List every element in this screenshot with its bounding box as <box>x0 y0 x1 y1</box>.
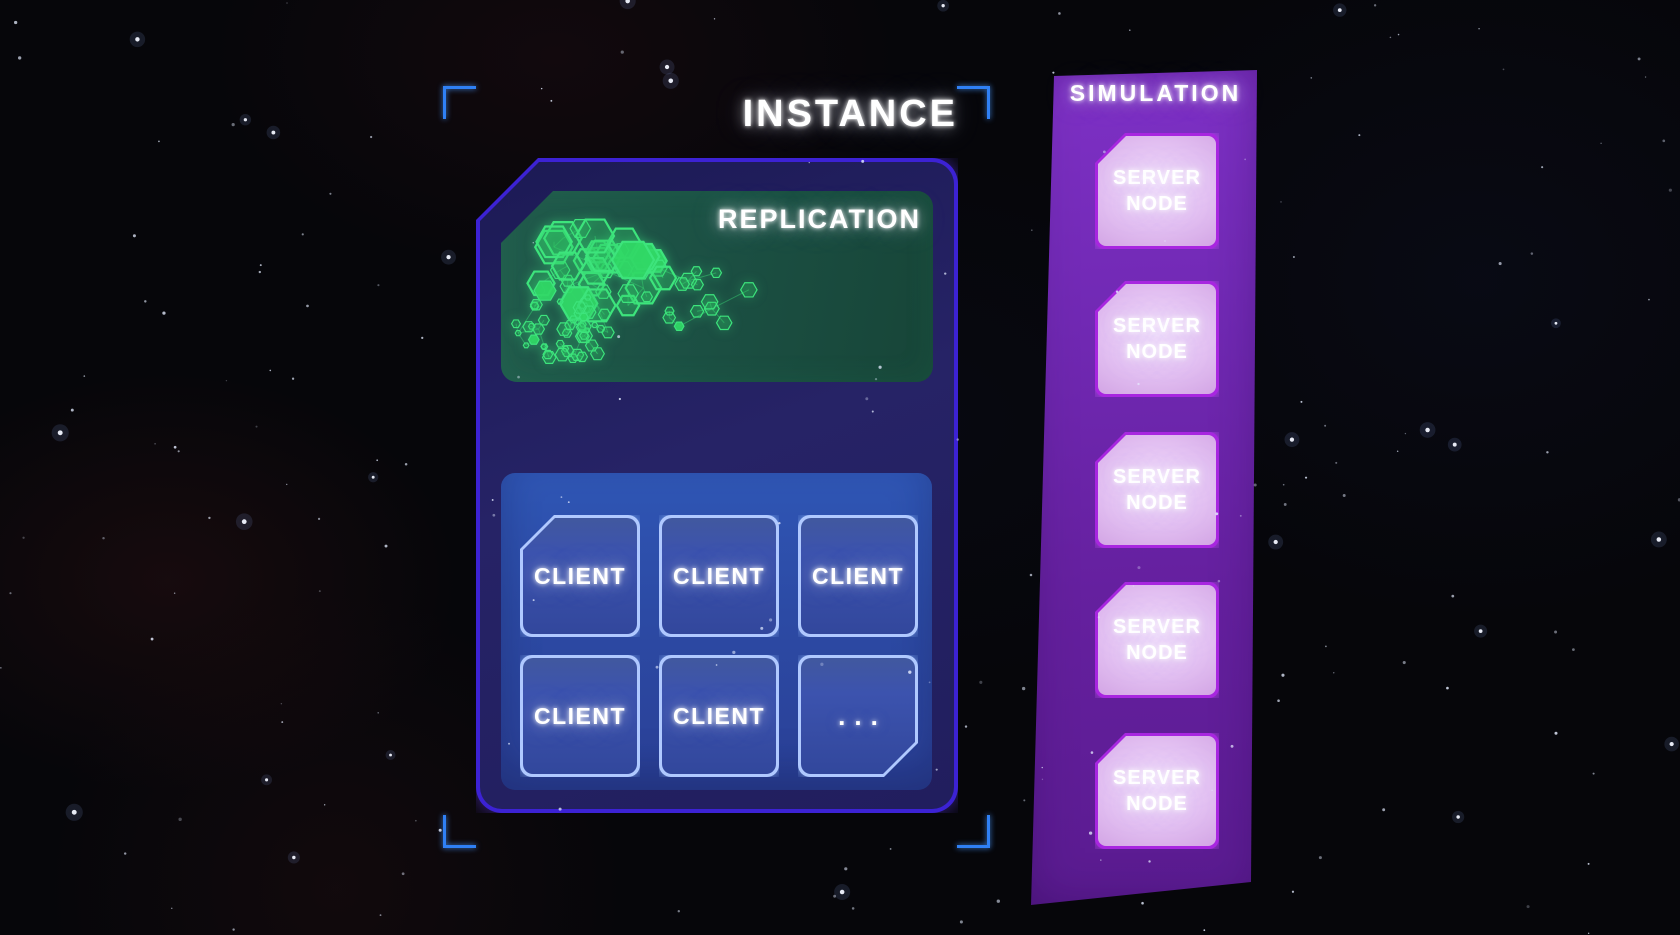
frame-corner-bottom-left-icon <box>443 815 476 848</box>
ellipsis-label: ... <box>838 700 887 731</box>
instance-title: INSTANCE <box>742 93 958 135</box>
hexagon-cluster-graphic <box>510 218 758 364</box>
client-box: CLIENT <box>659 515 779 637</box>
client-label: CLIENT <box>672 702 766 729</box>
client-label: CLIENT <box>672 562 766 589</box>
client-box: CLIENT <box>520 655 640 777</box>
frame-corner-top-right-icon <box>957 86 990 119</box>
client-label: CLIENT <box>533 702 627 729</box>
client-ellipsis-box: ... <box>798 655 918 777</box>
client-label: CLIENT <box>533 562 627 589</box>
client-box: CLIENT <box>659 655 779 777</box>
replication-label: REPLICATION <box>718 204 921 234</box>
client-label: CLIENT <box>811 562 905 589</box>
frame-corner-bottom-right-icon <box>957 815 990 848</box>
client-box: CLIENT <box>520 515 640 637</box>
frame-corner-top-left-icon <box>443 86 476 119</box>
simulation-title: SIMULATION <box>1069 80 1242 106</box>
client-box: CLIENT <box>798 515 918 637</box>
